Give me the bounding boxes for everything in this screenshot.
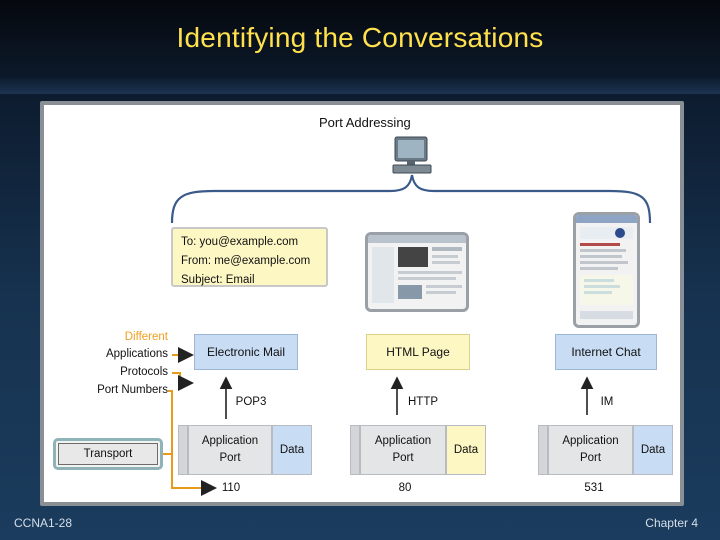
diagram-heading: Port Addressing xyxy=(319,115,411,130)
app-box-html: HTML Page xyxy=(366,334,470,370)
protocols-connector xyxy=(172,372,194,391)
segment-app-port: Application Port xyxy=(360,425,446,475)
email-from: From: me@example.com xyxy=(181,255,311,267)
segment-data: Data xyxy=(633,425,673,475)
protocol-html: HTTP xyxy=(407,396,439,408)
diagram-panel: Port Addressing To: you@example.com From… xyxy=(40,101,684,506)
connector-layer xyxy=(163,174,652,496)
app-box-chat: Internet Chat xyxy=(555,334,657,370)
web-page-image xyxy=(368,235,466,303)
app-box-email: Electronic Mail xyxy=(194,334,298,370)
port-number-email: 110 xyxy=(221,482,241,494)
footer-course-code: CCNA1-28 xyxy=(14,516,73,530)
segment-port-label: Port xyxy=(392,452,414,464)
slide-title: Identifying the Conversations xyxy=(176,22,544,53)
segment-header-strip xyxy=(350,425,360,475)
segment-header-strip xyxy=(178,425,188,475)
label-protocols: Protocols xyxy=(120,366,168,378)
segment-port-label: Port xyxy=(219,452,241,464)
port-number-html: 80 xyxy=(398,482,412,494)
segment-app-port: Application Port xyxy=(188,425,272,475)
footer-chapter: Chapter 4 xyxy=(645,516,698,530)
segment-port-label: Port xyxy=(579,452,602,464)
transport-label: Transport xyxy=(58,443,158,465)
computer-icon xyxy=(392,136,432,174)
chat-window-image xyxy=(576,215,637,319)
port-number-chat: 531 xyxy=(584,482,604,494)
segment-data: Data xyxy=(446,425,486,475)
segment-data: Data xyxy=(272,425,312,475)
email-message-card: To: you@example.com From: me@example.com… xyxy=(171,227,328,287)
email-to: To: you@example.com xyxy=(181,236,299,248)
email-subject: Subject: Email xyxy=(181,274,255,286)
label-port-numbers: Port Numbers xyxy=(97,384,168,396)
protocol-chat: IM xyxy=(600,396,614,408)
segment-chat: Application Port Data xyxy=(538,425,673,475)
label-different: Different xyxy=(124,331,168,343)
chat-window-thumbnail xyxy=(573,212,640,328)
diagram-canvas: Port Addressing To: you@example.com From… xyxy=(44,105,680,502)
segment-header-strip xyxy=(538,425,548,475)
protocol-email: POP3 xyxy=(235,396,267,408)
segment-html: Application Port Data xyxy=(350,425,486,475)
grouping-brace xyxy=(170,174,652,224)
transport-layer-box: Transport xyxy=(53,438,163,470)
segment-email: Application Port Data xyxy=(178,425,312,475)
segment-application-label: Application xyxy=(374,435,432,447)
segment-application-label: Application xyxy=(201,435,259,447)
title-banner xyxy=(0,78,720,94)
label-applications: Applications xyxy=(105,348,168,360)
segment-application-label: Application xyxy=(562,435,619,447)
segment-app-port: Application Port xyxy=(548,425,633,475)
port-numbers-connector xyxy=(168,390,217,496)
web-page-thumbnail xyxy=(365,232,469,312)
